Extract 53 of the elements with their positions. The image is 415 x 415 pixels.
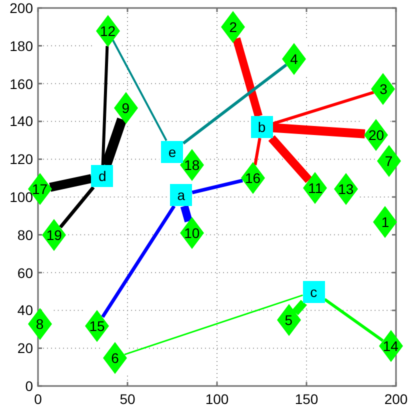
square-node: d (91, 165, 114, 188)
edge-line (101, 118, 127, 167)
tick-label: 200 (384, 392, 408, 406)
diamond-node: 10 (180, 216, 204, 249)
diamond-node: 11 (303, 172, 328, 204)
edge-line (101, 46, 109, 166)
edge-line (324, 298, 384, 342)
square-node: b (250, 116, 273, 138)
edge-line (49, 174, 92, 192)
diamond-node: 7 (376, 145, 401, 178)
tick-label: 0 (34, 392, 42, 406)
tick-label: 100 (205, 392, 229, 406)
square-node: c (302, 280, 325, 302)
edge-line (254, 138, 262, 166)
square-node: e (161, 140, 184, 163)
edge-line (192, 178, 243, 194)
tick-label: 50 (120, 392, 136, 406)
diamond-node: 4 (282, 43, 306, 76)
diamond-node: 2 (221, 10, 246, 43)
tick-label: 80 (17, 228, 33, 242)
edge-line (272, 90, 374, 126)
edge-line (182, 64, 288, 144)
tick-label: 150 (294, 392, 318, 406)
diamond-node: 13 (334, 173, 358, 206)
edge-line (272, 123, 366, 138)
diamond-node: 12 (96, 14, 120, 47)
diamond-node: 16 (240, 162, 265, 194)
tick-label: 120 (10, 152, 33, 166)
edge-line (292, 300, 307, 316)
tick-label: 140 (10, 114, 33, 128)
edge-line (112, 40, 168, 142)
edge-line (232, 37, 262, 118)
tick-label: 200 (10, 1, 33, 15)
tick-label: 60 (17, 266, 33, 280)
tick-label: 160 (10, 76, 33, 91)
edge-line (101, 205, 176, 318)
diamond-node: 14 (378, 330, 403, 362)
diamond-node: 1 (373, 206, 398, 238)
diamond-node: 20 (364, 118, 388, 151)
diamond-node: 9 (114, 92, 138, 124)
tick-label: 0 (25, 379, 33, 393)
diamond-node: 5 (276, 304, 301, 336)
square-node: a (170, 184, 192, 206)
edge-line (180, 205, 192, 222)
edge-line (124, 294, 303, 356)
diamond-node: 19 (42, 218, 66, 251)
edge-line (268, 135, 312, 184)
diamond-node: 3 (371, 73, 396, 106)
tick-label: 20 (17, 341, 33, 356)
diamond-node: 6 (102, 342, 127, 374)
diamond-node: 15 (85, 310, 110, 342)
edge-line (59, 186, 95, 228)
tick-label: 180 (10, 38, 33, 53)
